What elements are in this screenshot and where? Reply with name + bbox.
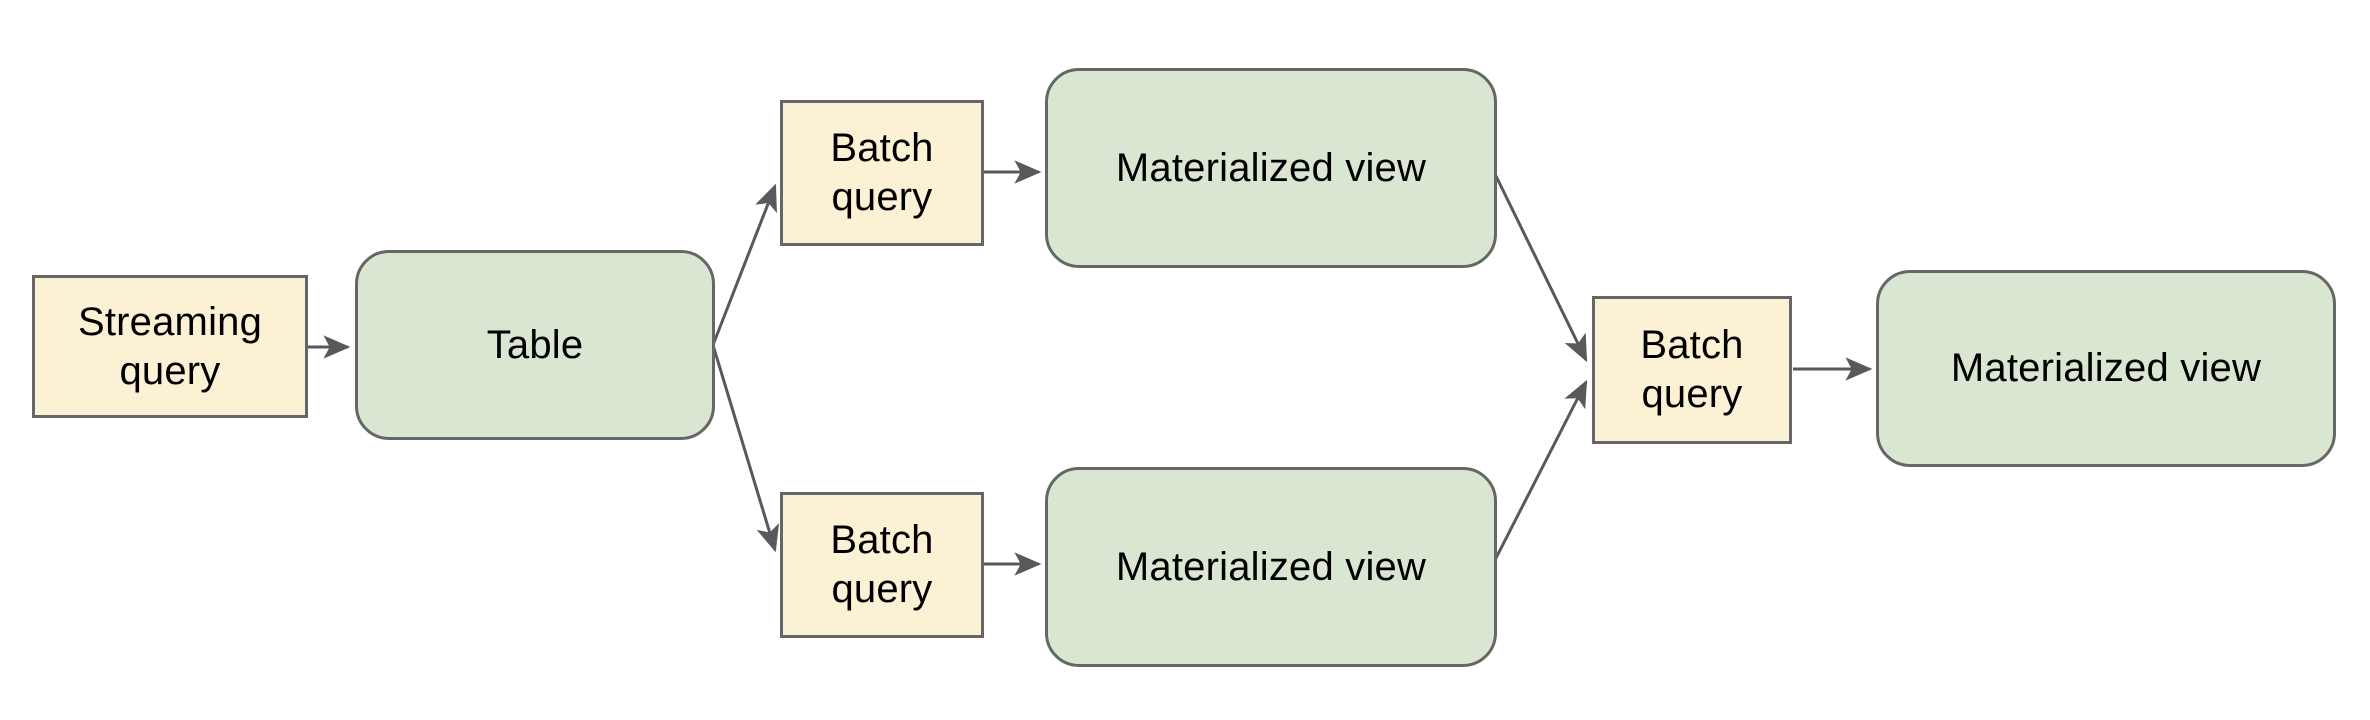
node-batch-query-bottom[interactable]: Batch query [780, 492, 984, 638]
node-materialized-view-bottom[interactable]: Materialized view [1045, 467, 1497, 667]
node-label-batch-query-bottom: Batch query [830, 518, 934, 611]
node-streaming-query[interactable]: Streaming query [32, 275, 308, 418]
node-batch-query-join[interactable]: Batch query [1592, 296, 1792, 444]
node-materialized-view-top[interactable]: Materialized view [1045, 68, 1497, 268]
node-label-materialized-view-bottom: Materialized view [1115, 544, 1427, 589]
edge-table-to-batch-top [711, 183, 777, 346]
node-label-batch-query-join: Batch query [1640, 323, 1744, 416]
edge-table-to-batch-bottom [711, 344, 780, 553]
node-label-table: Table [486, 322, 584, 367]
edge-mv-top-to-batch-join [1493, 173, 1588, 363]
node-label-batch-query-top: Batch query [830, 126, 934, 219]
edge-mv-bottom-to-batch-join [1493, 379, 1588, 561]
node-label-streaming-query: Streaming query [77, 299, 263, 393]
node-materialized-view-final[interactable]: Materialized view [1876, 270, 2336, 467]
node-label-materialized-view-top: Materialized view [1115, 145, 1427, 190]
node-table[interactable]: Table [355, 250, 715, 440]
node-batch-query-top[interactable]: Batch query [780, 100, 984, 246]
node-label-materialized-view-final: Materialized view [1950, 346, 2262, 391]
